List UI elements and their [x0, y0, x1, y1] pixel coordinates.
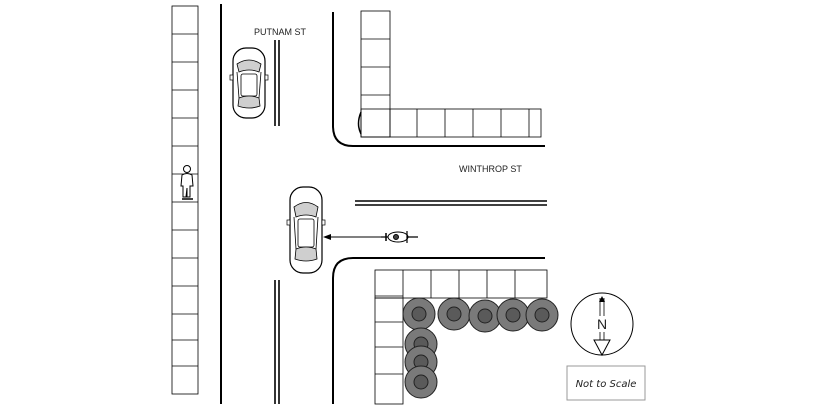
northeast-sidewalk	[357, 10, 542, 138]
car-north	[229, 47, 269, 119]
tree	[496, 298, 530, 332]
tree	[525, 298, 559, 332]
tree	[402, 297, 436, 331]
west-sidewalk	[171, 5, 199, 395]
pedestrian-figure	[180, 165, 194, 200]
northeast-curb	[332, 12, 545, 147]
street-trees	[402, 297, 559, 399]
bicycle-icon	[381, 231, 418, 243]
winthrop-centerline	[355, 200, 547, 206]
tree	[404, 365, 438, 399]
north-arrow: N	[570, 292, 634, 357]
tree	[468, 299, 502, 333]
putnam-centerline-south	[274, 280, 280, 404]
southeast-sidewalk	[374, 269, 548, 405]
car-intersection	[286, 186, 326, 274]
winthrop-st-label: WINTHROP ST	[459, 164, 522, 174]
southeast-curb	[332, 257, 545, 404]
putnam-st-label: PUTNAM ST	[254, 27, 307, 37]
scale-note-box: Not to Scale	[566, 365, 646, 401]
tree	[437, 297, 471, 331]
scale-note-text: Not to Scale	[576, 379, 637, 390]
putnam-centerline-north	[274, 40, 280, 126]
north-label: N	[597, 316, 607, 332]
bicycle-direction-arrow	[323, 234, 382, 240]
